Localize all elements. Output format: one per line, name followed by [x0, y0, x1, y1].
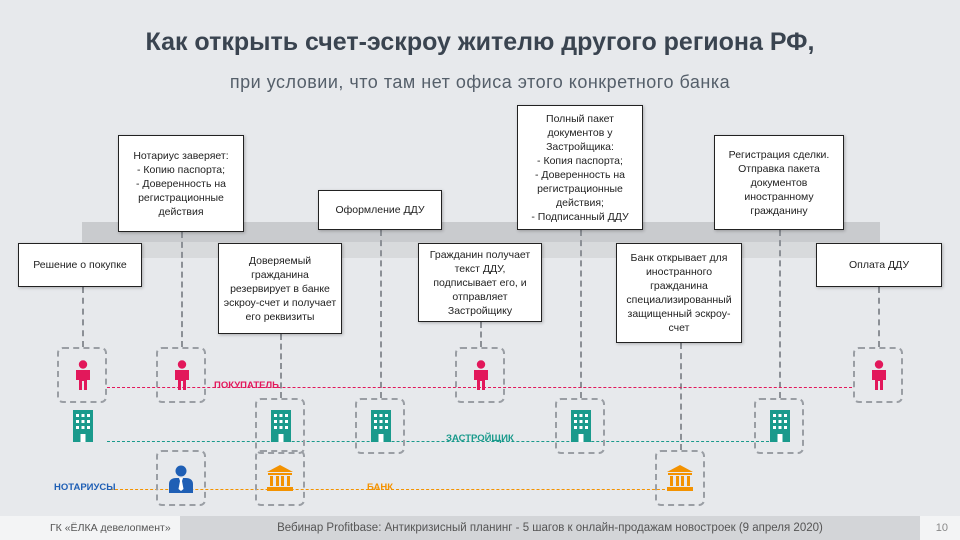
person-icon [872, 360, 886, 390]
developer-lane-line [107, 441, 769, 442]
notary-lane-label: НОТАРИУСЫ [54, 482, 116, 493]
step-deal-registration: Регистрация сделки. Отправка пакета доку… [714, 135, 844, 230]
building-icon [770, 410, 790, 442]
step-bank-opens-escrow: Банк открывает для иностранного граждани… [616, 243, 742, 343]
step-notary-certifies: Нотариус заверяет: - Копию паспорта; - Д… [118, 135, 244, 232]
notary-icon [169, 465, 193, 493]
building-icon [571, 410, 591, 442]
connector-4 [380, 230, 382, 398]
connector-9 [878, 287, 880, 347]
slot-bank-1 [255, 450, 305, 506]
step-full-document-package: Полный пакет документов у Застройщика: -… [517, 105, 643, 230]
page-title: Как открыть счет-эскроу жителю другого р… [145, 28, 815, 56]
slot-developer-2 [355, 398, 405, 454]
step-ddu-payment: Оплата ДДУ [816, 243, 942, 287]
person-icon [474, 360, 488, 390]
person-icon [175, 360, 189, 390]
slot-developer-1 [255, 398, 305, 454]
bank-lane-label: БАНК [367, 482, 393, 493]
footer-company: ГК «ЁЛКА девелопмент» [50, 522, 171, 534]
person-icon [76, 360, 90, 390]
page-subtitle: при условии, что там нет офиса этого кон… [229, 72, 731, 92]
slot-buyer-2 [156, 347, 206, 403]
connector-5 [480, 322, 482, 347]
page-number: 10 [935, 522, 948, 534]
slot-bank-2 [655, 450, 705, 506]
building-icon [371, 410, 391, 442]
connector-2 [181, 232, 183, 347]
bank-icon [267, 465, 293, 491]
slot-developer-3 [555, 398, 605, 454]
step-reserve-escrow: Доверяемый гражданина резервирует в банк… [218, 243, 342, 334]
slot-buyer-1 [57, 347, 107, 403]
bank-lane-line [110, 489, 675, 490]
footer-webinar-title: Вебинар Profitbase: Антикризисный планин… [180, 516, 920, 540]
slot-buyer-3 [455, 347, 505, 403]
step-purchase-decision: Решение о покупке [18, 243, 142, 287]
buyer-lane-label: ПОКУПАТЕЛЬ [214, 380, 280, 391]
connector-7 [680, 343, 682, 450]
building-icon [271, 410, 291, 442]
connector-6 [580, 230, 582, 398]
slot-notary-1 [156, 450, 206, 506]
step-ddu-registration: Оформление ДДУ [318, 190, 442, 230]
building-icon [73, 410, 93, 442]
bank-icon [667, 465, 693, 491]
footer: ГК «ЁЛКА девелопмент» Вебинар Profitbase… [0, 516, 960, 540]
slot-buyer-4 [853, 347, 903, 403]
slot-developer-4 [754, 398, 804, 454]
connector-3 [280, 334, 282, 398]
timeline-band-top [82, 222, 880, 242]
connector-8 [779, 230, 781, 398]
developer-lane-label: ЗАСТРОЙЩИК [446, 433, 514, 444]
step-sign-ddu: Гражданин получает текст ДДУ, подписывае… [418, 243, 542, 322]
connector-1 [82, 287, 84, 347]
